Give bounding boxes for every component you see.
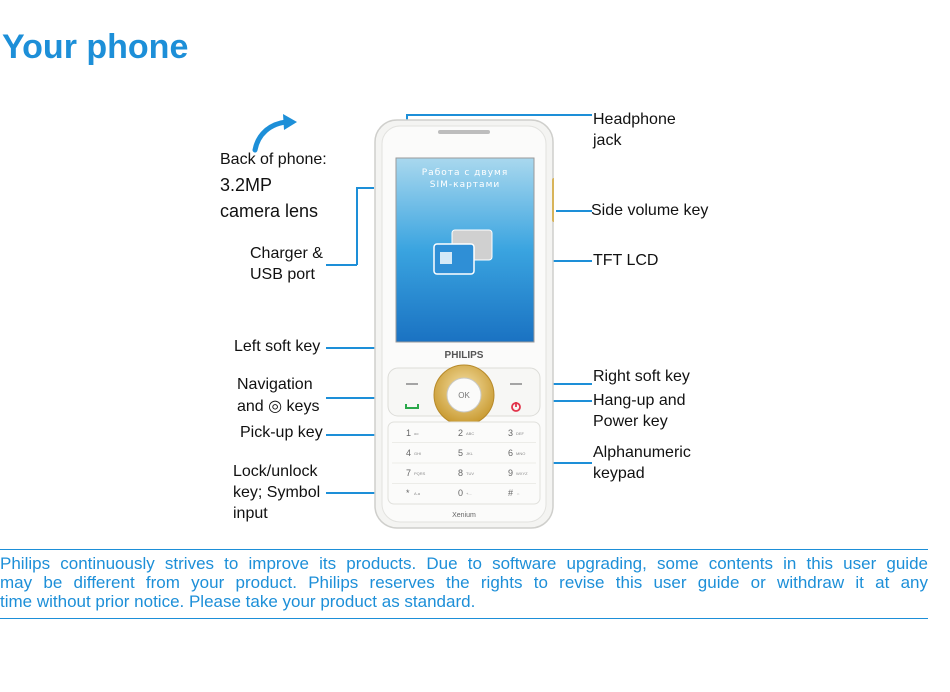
leader-left-soft-key: [326, 347, 408, 349]
charger-label-line2: USB port: [250, 266, 315, 283]
keypad-key: 0+...: [458, 488, 472, 498]
keypad-key-letters: WXYZ: [516, 471, 528, 476]
leader-right-soft-key: [530, 383, 592, 385]
leader-charger: [326, 264, 357, 266]
hangup-label-line1: Hang-up and: [593, 392, 686, 409]
keypad-key-letters: +...: [466, 491, 472, 496]
notice-line1: Philips continuously strives to improve …: [0, 554, 928, 573]
brand-label: PHILIPS: [445, 350, 484, 361]
keypad-key: #⇔: [508, 488, 520, 498]
keypad-key-letters: ABC: [466, 431, 474, 436]
keypad-key-letters: GHI: [414, 451, 421, 456]
notice-line2: may be different from your product. Phil…: [0, 573, 928, 592]
keypad-key-number: *: [406, 488, 410, 498]
lock-key-label-line2: key; Symbol: [233, 484, 321, 501]
pickup-key-icon: [405, 404, 419, 409]
leader-lock: [326, 492, 402, 494]
keypad-key-number: 8: [458, 468, 463, 478]
keypad-key-number: 7: [406, 468, 411, 478]
leader-side-volume: [556, 210, 592, 212]
lock-key-label-line1: Lock/unlock: [233, 463, 318, 480]
page-title: Your phone: [2, 28, 189, 66]
alphanumeric-label-line1: Alphanumeric: [593, 444, 691, 461]
keypad-key-number: 2: [458, 428, 463, 438]
hangup-label-line2: Power key: [593, 413, 668, 430]
keypad-key-number: 9: [508, 468, 513, 478]
keypad-key-number: 6: [508, 448, 513, 458]
leader-headphone-vertical: [406, 114, 408, 122]
camera-label-line2: camera lens: [220, 201, 319, 221]
earpiece: [438, 130, 490, 134]
keypad-key-letters: MNO: [516, 451, 525, 456]
keypad-key: * A.a: [406, 488, 421, 498]
back-of-phone-label: Back of phone:: [220, 151, 327, 168]
lock-key-label-line3: input: [233, 505, 268, 522]
camera-label-line1: 3.2MP: [220, 175, 273, 195]
leader-charger-top: [356, 187, 374, 189]
leader-hangup: [528, 400, 592, 402]
notice-box: Philips continuously strives to improve …: [0, 549, 928, 619]
keypad-key-letters: DEF: [516, 431, 525, 436]
right-soft-key-label: Right soft key: [593, 368, 690, 385]
tft-lcd-label: TFT LCD: [593, 252, 659, 269]
sim-card-icon-front: [433, 243, 475, 275]
curved-arrow-icon: [252, 114, 297, 153]
leader-tft-lcd: [525, 260, 592, 262]
keypad-key-letters: TUV: [466, 471, 474, 476]
leader-charger-vertical: [356, 187, 358, 265]
leader-alphanumeric: [525, 462, 592, 464]
alphanumeric-label-line2: keypad: [593, 465, 645, 482]
left-soft-key-label: Left soft key: [234, 338, 321, 355]
keypad-key-letters: ⇔: [516, 491, 520, 496]
ok-key: [446, 377, 482, 413]
screen-text-line2: SIM-картами: [429, 180, 501, 190]
keypad-key-number: 0: [458, 488, 463, 498]
pickup-key-label: Pick-up key: [240, 424, 323, 441]
keypad-key-letters: A.a: [414, 491, 421, 496]
navigation-label-line1: Navigation: [237, 376, 313, 393]
keypad-key-number: 4: [406, 448, 411, 458]
keypad-key-number: #: [508, 488, 513, 498]
keypad-key-letters: JKL: [466, 451, 474, 456]
screen-text-line1: Работа с двумя: [421, 168, 509, 178]
headphone-label-line1: Headphone: [593, 111, 676, 128]
notice-line3: time without prior notice. Please take y…: [0, 592, 476, 611]
side-volume-key-label: Side volume key: [591, 202, 709, 219]
keypad-key-letters: oo: [414, 431, 419, 436]
leader-pickup: [326, 434, 410, 436]
keypad-key-number: 5: [458, 448, 463, 458]
keypad-key-number: 3: [508, 428, 513, 438]
navigation-label-line2: and ◎ keys: [237, 398, 320, 415]
ok-key-label: OK: [458, 391, 470, 400]
charger-label-line1: Charger &: [250, 245, 323, 262]
side-volume-key: [552, 178, 554, 222]
keypad-key-letters: PQRS: [414, 471, 426, 476]
headphone-label-line2: jack: [593, 132, 622, 149]
leader-headphone: [406, 114, 592, 116]
keypad-key-number: 1: [406, 428, 411, 438]
model-label: Xenium: [452, 512, 476, 519]
